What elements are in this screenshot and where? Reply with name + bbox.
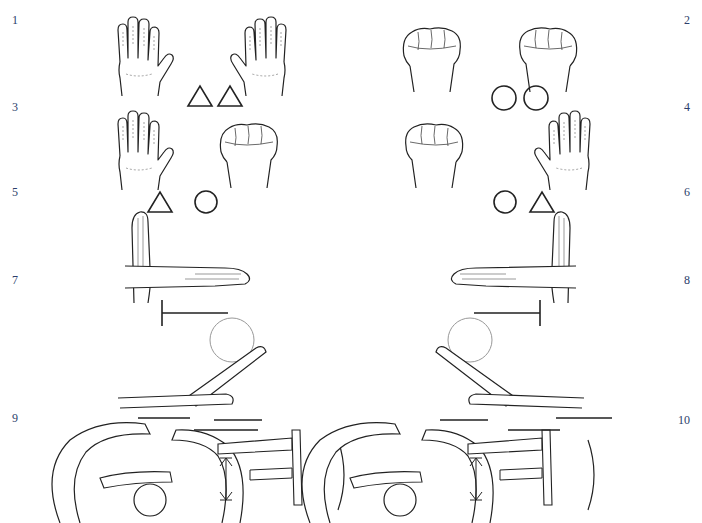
arm	[118, 394, 233, 408]
figure-number-holder: 9	[12, 408, 18, 426]
overhead-arms-figure	[52, 423, 344, 523]
figure-number-holder: 5	[12, 182, 18, 200]
fist	[403, 28, 460, 92]
overhead-arms-figure	[302, 423, 594, 523]
figure-number: 2	[684, 13, 690, 27]
figure-number: 10	[678, 413, 690, 427]
figure-number: 1	[12, 13, 18, 27]
figure-number-holder: 10	[678, 410, 690, 428]
triangle-symbol	[148, 192, 172, 212]
figure-number: 5	[12, 185, 18, 199]
figure-number: 6	[684, 185, 690, 199]
t-symbol	[474, 300, 540, 326]
figure-number-holder: 7	[12, 270, 18, 288]
fist	[406, 124, 463, 188]
open-hand	[231, 17, 286, 96]
circle-symbol	[492, 86, 516, 110]
figure-number: 7	[12, 273, 18, 287]
circle-symbol	[195, 191, 217, 213]
figure-number-holder: 8	[684, 270, 690, 288]
t-symbol	[162, 300, 228, 326]
flat-hand	[125, 266, 250, 288]
open-hand	[118, 111, 173, 190]
figure-number: 8	[684, 273, 690, 287]
figure-number-holder: 6	[684, 182, 690, 200]
flat-hand	[551, 212, 570, 303]
fist	[520, 28, 577, 92]
figure-number-holder: 4	[684, 97, 690, 115]
triangle-symbol	[530, 192, 554, 212]
line-symbol	[440, 419, 488, 421]
triangle-symbol	[188, 86, 212, 106]
figure-number: 3	[12, 100, 18, 114]
circle-symbol	[494, 191, 516, 213]
open-hand	[535, 111, 590, 190]
flat-hand	[132, 212, 151, 303]
arm	[469, 394, 584, 408]
circle-symbol	[524, 86, 548, 110]
figure-number-holder: 1	[12, 10, 18, 28]
line-symbol	[214, 419, 262, 421]
line-symbol	[508, 418, 612, 430]
figure-number: 9	[12, 411, 18, 425]
open-hand	[118, 17, 173, 96]
figure-number-holder: 3	[12, 97, 18, 115]
figure-number: 4	[684, 100, 690, 114]
figure-number-holder: 2	[684, 10, 690, 28]
triangle-symbol	[218, 86, 242, 106]
line-symbol	[138, 418, 258, 430]
flat-hand	[451, 266, 576, 288]
fist	[220, 124, 277, 188]
